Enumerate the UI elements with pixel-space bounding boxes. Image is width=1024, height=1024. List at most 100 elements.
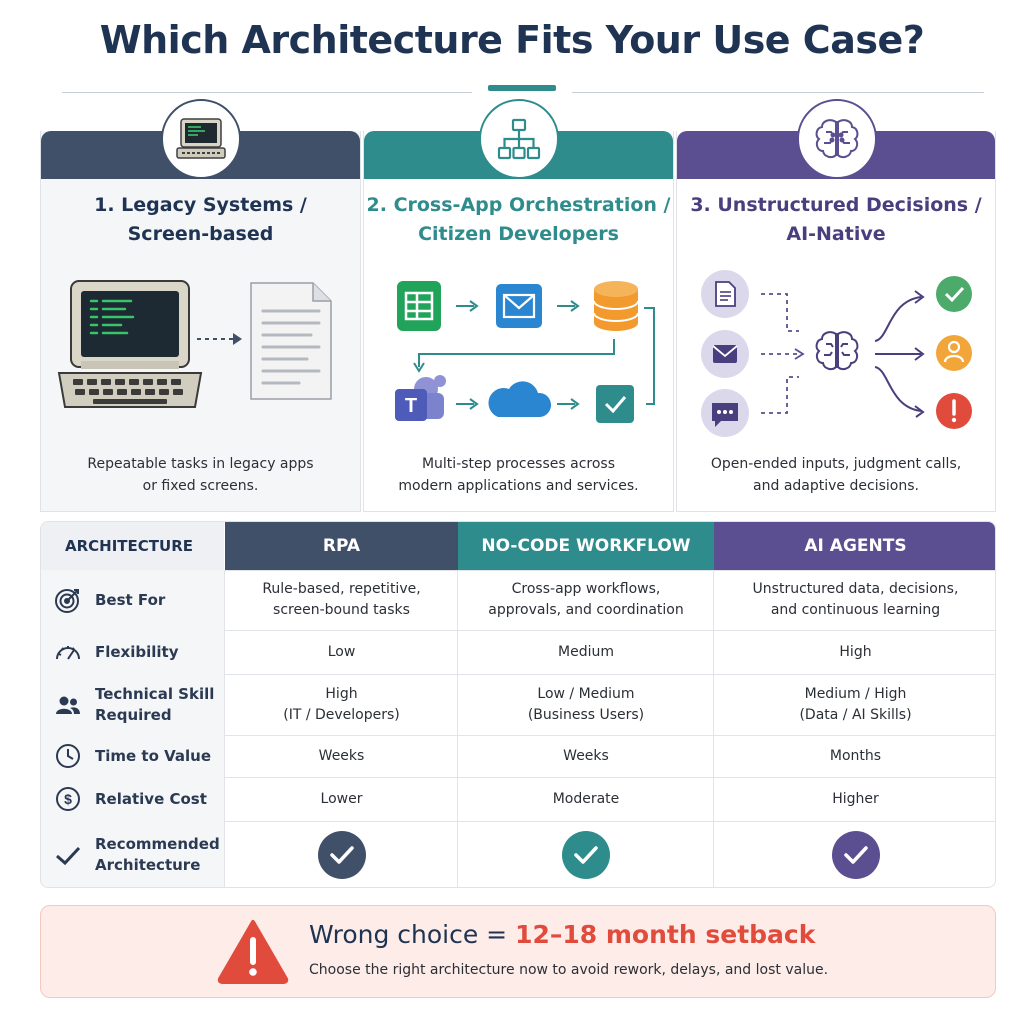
banner-headline-prefix: Wrong choice = xyxy=(309,920,516,949)
row-divider xyxy=(41,821,995,822)
row-label-flexibility: Flexibility xyxy=(41,630,224,674)
table-cell-line: screen-bound tasks xyxy=(273,602,410,618)
row-label-line1: Flexibility xyxy=(95,642,179,661)
panel-desc-line2: modern applications and services. xyxy=(398,478,639,494)
table-cell-line: Medium xyxy=(558,643,614,660)
panel-title: 1. Legacy Systems / Screen-based xyxy=(41,191,360,249)
table-cell-line: approvals, and coordination xyxy=(488,602,684,618)
panel-title-line1: 2. Cross-App Orchestration / xyxy=(366,194,671,216)
table-cell-text: Medium / High (Data / AI Skills) xyxy=(799,684,911,726)
target-icon xyxy=(53,585,83,615)
check-badge-icon xyxy=(831,831,880,879)
table-cell-text: Weeks xyxy=(563,746,609,767)
panel-title-line2: Citizen Developers xyxy=(418,223,619,245)
panel-cross-app-orchestration: 2. Cross-App Orchestration / Citizen Dev… xyxy=(363,99,674,512)
table-cell-line: Weeks xyxy=(318,747,365,764)
table-cell-line: Rule-based, repetitive, xyxy=(262,581,421,597)
table-cell-text: Moderate xyxy=(553,789,620,810)
panel-desc-line2: and adaptive decisions. xyxy=(753,478,919,494)
table-cell: Medium / High (Data / AI Skills) xyxy=(714,674,995,735)
row-label-line1: Best For xyxy=(95,590,166,609)
table-cell-text: Months xyxy=(830,746,881,767)
checkmark-icon xyxy=(53,840,83,870)
table-cell-text: High xyxy=(839,642,871,663)
table-cell-line: (IT / Developers) xyxy=(283,706,400,723)
table-cell-line: Low xyxy=(327,643,356,660)
table-cell: Rule-based, repetitive, screen-bound task… xyxy=(225,570,458,630)
check-badge-icon xyxy=(562,831,610,879)
table-cell-text: Unstructured data, decisions,and continu… xyxy=(753,579,959,621)
table-cell-line: Lower xyxy=(320,790,363,807)
table-cell: Weeks xyxy=(225,735,458,777)
chat-icon xyxy=(701,389,749,437)
email-icon xyxy=(701,330,749,378)
document-icon xyxy=(250,282,332,400)
row-label-line1: Recommended xyxy=(95,835,220,853)
title-accent-bar xyxy=(488,85,556,91)
table-cell: Months xyxy=(714,735,995,777)
check-badge-icon xyxy=(317,831,366,879)
table-cell-text: Low / Medium(Business Users) xyxy=(528,684,644,726)
svg-text:T: T xyxy=(405,395,417,417)
panel-title-line1: 1. Legacy Systems / xyxy=(94,194,307,216)
panel-title-line2: Screen-based xyxy=(127,223,274,245)
table-cell-text: High(IT / Developers) xyxy=(283,684,400,726)
table-cell-line: Low / Medium xyxy=(537,685,635,702)
column-header-ai-agents: AI AGENTS xyxy=(714,522,995,570)
table-cell-line: Medium / High xyxy=(804,685,907,702)
row-divider xyxy=(41,674,995,675)
row-label-text: Flexibility xyxy=(95,642,179,663)
row-label-relative-cost: $Relative Cost xyxy=(41,777,224,821)
comparison-table: ARCHITECTURE RPA NO-CODE WORKFLOW AI AGE… xyxy=(40,521,996,888)
warning-triangle-icon xyxy=(217,920,289,984)
column-divider xyxy=(224,570,225,887)
check-icon xyxy=(936,276,972,312)
brain-icon xyxy=(797,99,877,179)
alert-icon xyxy=(936,393,972,429)
row-label-line2: Architecture xyxy=(95,856,201,874)
computer-terminal-icon xyxy=(161,99,241,179)
legacy-computer-icon xyxy=(57,280,203,408)
panel-unstructured-decisions: 3. Unstructured Decisions / AI-Native xyxy=(676,99,996,512)
table-cell-line: Moderate xyxy=(552,790,620,807)
table-cell: Medium xyxy=(458,630,714,674)
column-divider xyxy=(713,570,714,887)
panel-title: 3. Unstructured Decisions / AI-Native xyxy=(677,191,995,249)
page-title: Which Architecture Fits Your Use Case? xyxy=(99,18,925,62)
table-cell-line: High xyxy=(839,643,872,660)
table-cell: Weeks xyxy=(458,735,714,777)
panel-description: Open-ended inputs, judgment calls, and a… xyxy=(677,453,995,497)
table-cell-line: and continuous learning xyxy=(770,602,941,618)
document-icon xyxy=(701,270,749,318)
row-divider xyxy=(41,777,995,778)
table-cell-line: (Data / AI Skills) xyxy=(799,706,912,723)
table-cell: Higher xyxy=(714,777,995,821)
row-label-best-for: Best For xyxy=(41,570,224,630)
panel-title: 2. Cross-App Orchestration / Citizen Dev… xyxy=(364,191,673,249)
row-divider xyxy=(41,735,995,736)
panel-description: Repeatable tasks in legacy apps or fixed… xyxy=(41,453,360,497)
table-cell-text: Weeks xyxy=(319,746,365,767)
table-cell: Low xyxy=(225,630,458,674)
warning-banner: Wrong choice = 12–18 month setback Choos… xyxy=(40,905,996,998)
brain-icon xyxy=(815,331,859,371)
flowchart-icon xyxy=(479,99,559,179)
table-cell-line: Cross-app workflows, xyxy=(511,581,661,597)
row-label-time-to-value: Time to Value xyxy=(41,735,224,777)
users-icon xyxy=(53,690,83,720)
table-cell: Low / Medium(Business Users) xyxy=(458,674,714,735)
panel-description: Multi-step processes across modern appli… xyxy=(364,453,673,497)
table-cell: Unstructured data, decisions,and continu… xyxy=(714,570,995,630)
row-label-line1: Relative Cost xyxy=(95,789,207,808)
orchestration-illustration: T xyxy=(395,281,655,423)
email-icon xyxy=(496,284,542,328)
panel-legacy-systems: 1. Legacy Systems / Screen-based xyxy=(40,99,361,512)
person-icon xyxy=(936,335,972,371)
table-cell-text: Lower xyxy=(321,789,363,810)
spreadsheet-icon xyxy=(397,281,441,331)
panel-desc-line1: Multi-step processes across xyxy=(421,456,616,472)
